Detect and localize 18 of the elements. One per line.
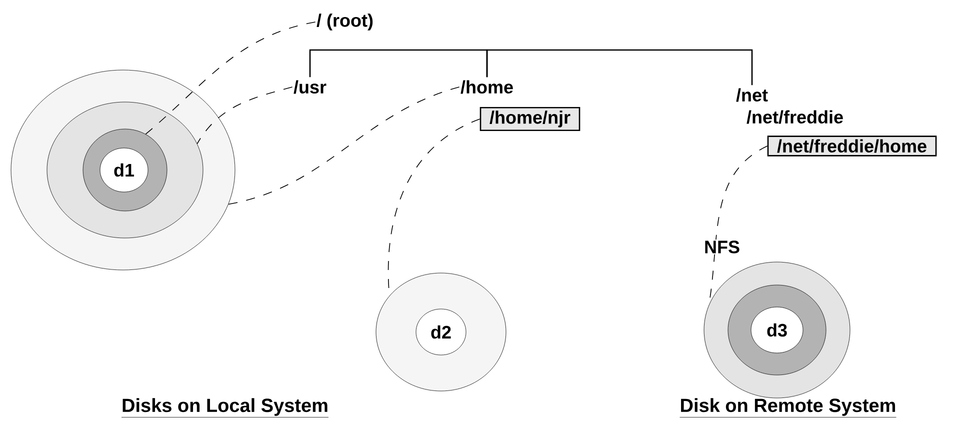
- directory-box: /home/njr: [480, 106, 580, 132]
- caption-label: Disks on Local System: [121, 398, 329, 418]
- directory-label: /net: [736, 88, 768, 102]
- leader-line: [196, 86, 293, 144]
- tree-line: [309, 49, 488, 78]
- directory-label: /net/freddie: [746, 110, 843, 124]
- disk-label: d2: [416, 308, 466, 356]
- directory-label: /home: [460, 80, 513, 94]
- directory-box: /net/freddie/home: [767, 136, 937, 156]
- tree-line: [486, 49, 753, 86]
- directory-label: /usr: [294, 80, 326, 94]
- leader-line: [228, 86, 460, 205]
- leader-line: [145, 22, 316, 135]
- edge-label: NFS: [703, 240, 741, 254]
- caption-label: Disk on Remote System: [680, 398, 896, 418]
- disk-label: d1: [100, 148, 148, 192]
- disk-label: d3: [750, 306, 804, 354]
- directory-label: / (root): [316, 14, 373, 30]
